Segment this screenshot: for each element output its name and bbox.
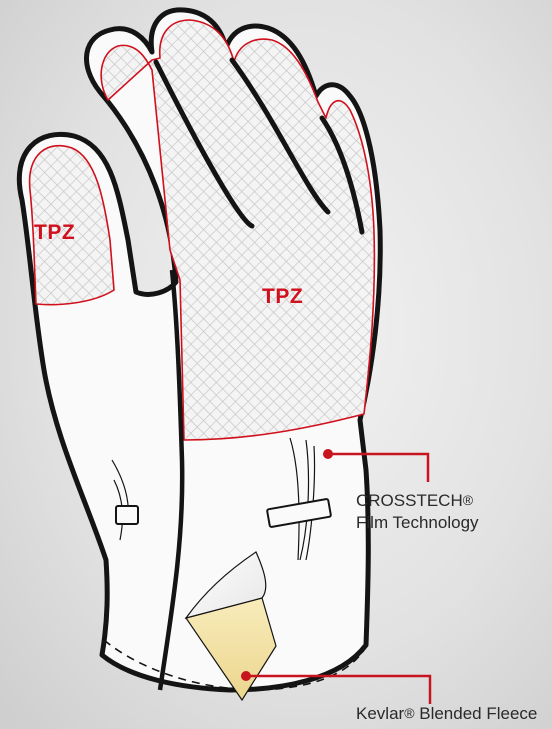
kevlar-registered-mark: ® bbox=[404, 705, 414, 721]
crosstech-callout: CROSSTECH® Film Technology bbox=[356, 490, 479, 534]
kevlar-callout: Kevlar® Blended Fleece bbox=[356, 703, 537, 725]
thumb-tpz-label: TPZ bbox=[34, 222, 75, 243]
crosstech-registered-mark: ® bbox=[463, 492, 473, 508]
palm-tpz-label: TPZ bbox=[262, 286, 303, 307]
cuff-strap-left bbox=[116, 506, 138, 524]
crosstech-name: CROSSTECH bbox=[356, 491, 463, 510]
crosstech-callout-line1: CROSSTECH® bbox=[356, 490, 479, 512]
crosstech-callout-line2: Film Technology bbox=[356, 512, 479, 534]
kevlar-rest: Blended Fleece bbox=[415, 704, 538, 723]
kevlar-name: Kevlar bbox=[356, 704, 404, 723]
